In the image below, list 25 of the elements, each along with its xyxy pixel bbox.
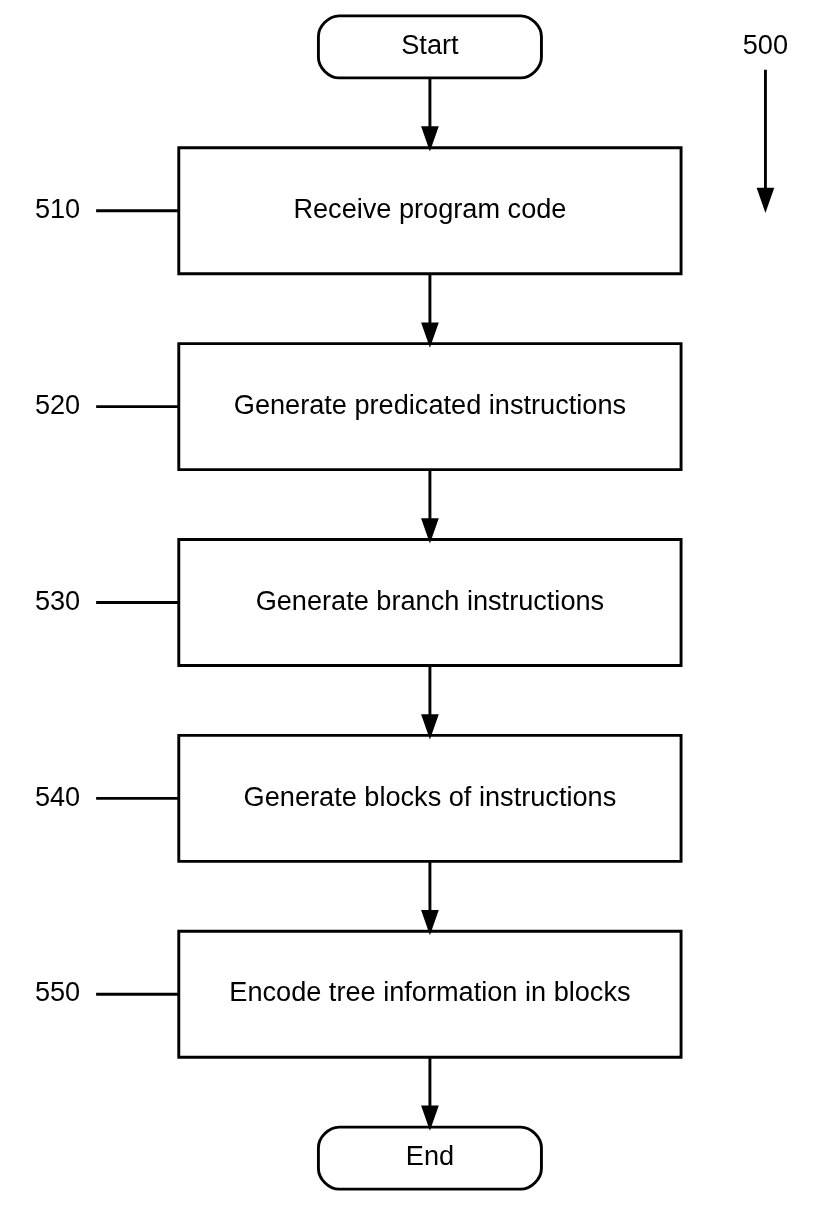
- node-box: Start: [316, 14, 543, 80]
- arrow: [421, 1057, 439, 1131]
- connector: [96, 601, 179, 604]
- arrow: [421, 274, 439, 348]
- node-box: Generate branch instructions: [177, 538, 683, 667]
- arrow: [421, 665, 439, 740]
- node-text: 520: [34, 388, 81, 420]
- connector: [96, 405, 179, 409]
- node-box: Generate blocks of instructions: [177, 733, 683, 863]
- node-box: Receive program code: [177, 146, 683, 276]
- node-box: Generate predicated instructions: [177, 342, 683, 472]
- node-text: 500: [742, 29, 789, 61]
- connector: [96, 209, 179, 213]
- arrow: [421, 78, 439, 152]
- node-box: Encode tree information in blocks: [177, 929, 683, 1059]
- node-text: 510: [34, 192, 81, 224]
- connector: [96, 796, 179, 800]
- node-text: 550: [34, 976, 81, 1008]
- connector: [96, 992, 179, 996]
- arrow: [421, 469, 439, 544]
- node-text: 530: [34, 584, 81, 616]
- arrow: [756, 69, 775, 213]
- arrow: [421, 861, 439, 936]
- node-box: End: [316, 1125, 543, 1191]
- node-text: 540: [34, 780, 81, 812]
